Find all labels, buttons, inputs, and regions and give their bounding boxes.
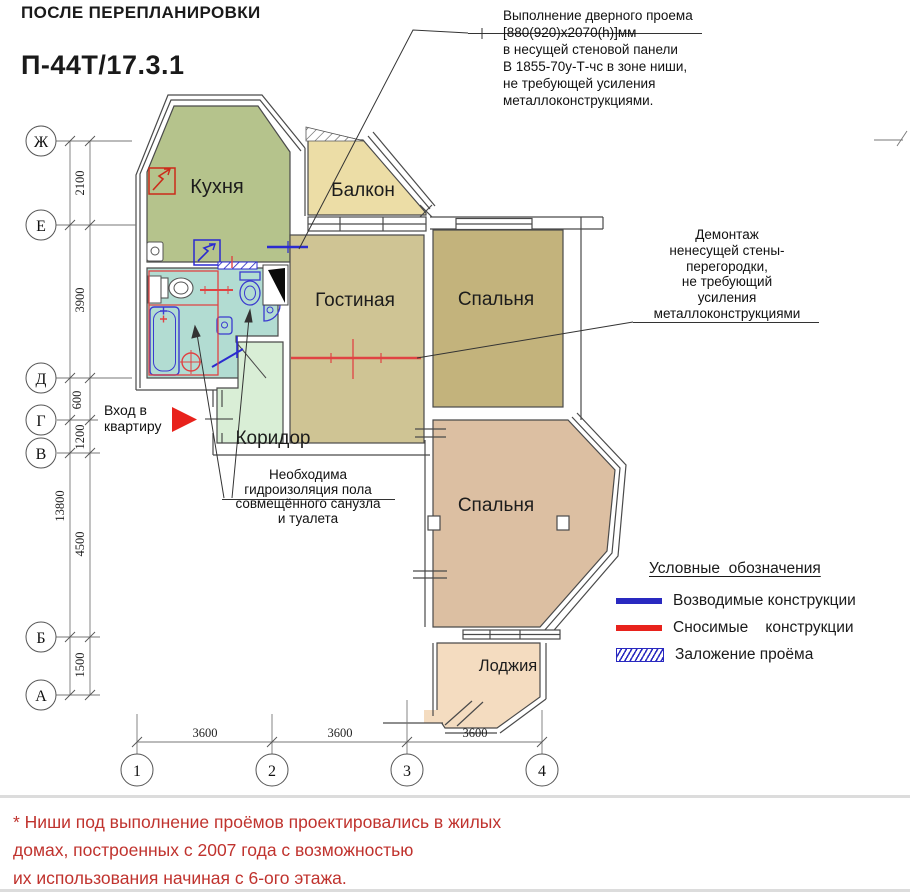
dimension-labels: 2100 3900 600 1200 4500 1500 13800 3600 …	[53, 171, 488, 741]
annotation-line: совмещённого санузла	[235, 496, 381, 512]
axis-col-label: 2	[268, 763, 276, 780]
annotation-line: квартиру	[104, 417, 162, 434]
annotation-line: перегородки,	[686, 258, 768, 274]
hatch-swatch	[616, 647, 664, 662]
legend: Условные обозначения Возводимые конструк…	[616, 560, 906, 668]
axis-col-label: 3	[403, 763, 411, 780]
axis-labels: Ж Е Д Г В Б А 1 2 3 4	[34, 134, 546, 780]
room-label-kitchen: Кухня	[190, 176, 244, 198]
annotation-door-opening: Выполнение дверного проема [880(920)x207…	[503, 8, 753, 109]
living-room	[289, 234, 425, 444]
legend-item-label: Сносимые конструкции	[673, 618, 854, 636]
footnote-line: их использования начиная с 6-ого этажа.	[13, 868, 347, 888]
footnote-line: * Ниши под выполнение проёмов проектиров…	[13, 812, 502, 832]
legend-item-blocked-opening: Заложение проёма	[616, 641, 906, 668]
legend-item-demolished: Сносимые конструкции	[616, 614, 906, 641]
annotation-line: Выполнение дверного проема	[503, 8, 693, 23]
walls	[135, 94, 627, 734]
legend-item-label: Возводимые конструкции	[673, 591, 856, 609]
balcony-room	[307, 139, 427, 216]
plan-code: П-44Т/17.3.1	[21, 50, 185, 80]
red-line-swatch	[616, 624, 662, 631]
dim-label-total: 13800	[53, 490, 67, 521]
footnote-line: домах, построенных с 2007 года с возможн…	[13, 840, 414, 860]
annotation-line: не требующей усиления	[503, 75, 656, 91]
divider	[0, 889, 910, 892]
legend-item-label: Заложение проёма	[675, 645, 814, 663]
dim-label: 2100	[73, 171, 87, 196]
annotation-line: в несущей стеновой панели	[503, 41, 678, 57]
axis-row-label: А	[35, 688, 47, 705]
dim-label: 3900	[73, 288, 87, 313]
leader-lines	[191, 28, 819, 500]
annotation-line: металлоконструкциями	[653, 305, 801, 321]
annotation-line: усиления	[697, 290, 757, 306]
room-label-living: Гостиная	[315, 290, 395, 311]
dim-label: 1200	[73, 425, 87, 450]
axis-row-label: Д	[36, 371, 47, 388]
annotation-line: В 1855-70у-Т-чс в зоне ниши,	[503, 58, 688, 74]
axis-circles	[25, 125, 559, 787]
blue-line-swatch	[616, 597, 662, 604]
new-construction-marks	[193, 239, 308, 368]
footnote: * Ниши под выполнение проёмов проектиров…	[13, 808, 873, 892]
dim-label: 3600	[328, 726, 353, 740]
corridor-room	[216, 341, 284, 444]
dim-label: 3600	[463, 726, 488, 740]
annotation-line: [880(920)x2070(h)]мм	[503, 24, 637, 40]
axis-row-label: Ж	[34, 134, 49, 151]
room-label-corridor: Коридор	[235, 428, 310, 449]
legend-item-new-construction: Возводимые конструкции	[616, 587, 906, 614]
annotation-line: Необходима	[268, 467, 348, 482]
annotation-line: Демонтаж	[695, 227, 759, 242]
room-labels: Кухня Балкон Гостиная Спальня Спальня Ко…	[190, 176, 537, 675]
entrance-arrow	[172, 407, 197, 432]
bedroom-top-room	[432, 229, 564, 408]
room-label-bedroom-top: Спальня	[458, 289, 534, 310]
divider	[0, 795, 910, 798]
dim-label: 3600	[193, 726, 218, 740]
annotation-line: и туалета	[277, 510, 339, 526]
axis-row-label: В	[36, 446, 47, 463]
bedroom-bottom-room	[432, 419, 616, 628]
annotation-line: Вход в	[104, 402, 147, 418]
axis-row-label: Е	[36, 218, 46, 235]
annotation-entrance: Вход в квартиру	[104, 402, 174, 434]
axis-row-label: Б	[36, 630, 45, 647]
annotation-demolition: Демонтаж ненесущей стены- перегородки, н…	[631, 227, 823, 322]
dim-label: 1500	[73, 653, 87, 678]
annotation-waterproofing: Необходима гидроизоляция пола совмещённо…	[215, 467, 401, 526]
page-title: ПОСЛЕ ПЕРЕПЛАНИРОВКИ	[21, 3, 261, 22]
annotation-line: гидроизоляция пола	[244, 481, 372, 497]
annotation-line: металлоконструкциями.	[503, 92, 654, 108]
dim-label: 600	[70, 391, 84, 410]
room-label-balcony: Балкон	[331, 180, 395, 201]
room-fills	[146, 105, 616, 729]
room-label-loggia: Лоджия	[479, 657, 537, 675]
blocked-opening-hatch	[305, 126, 365, 142]
dim-label: 4500	[73, 532, 87, 557]
kitchen-room	[146, 105, 291, 263]
axis-row-label: Г	[36, 413, 45, 430]
fixtures	[146, 241, 289, 376]
room-label-bedroom-bottom: Спальня	[458, 495, 534, 516]
axis-col-label: 1	[133, 763, 141, 780]
annotation-line: не требующий	[681, 274, 773, 290]
loggia-stub	[424, 710, 443, 723]
axis-col-label: 4	[538, 763, 546, 780]
annotation-line: ненесущей стены-	[669, 242, 785, 258]
dimension-lines	[56, 130, 908, 754]
demolition-marks	[148, 167, 421, 379]
legend-title: Условные обозначения	[649, 560, 821, 577]
